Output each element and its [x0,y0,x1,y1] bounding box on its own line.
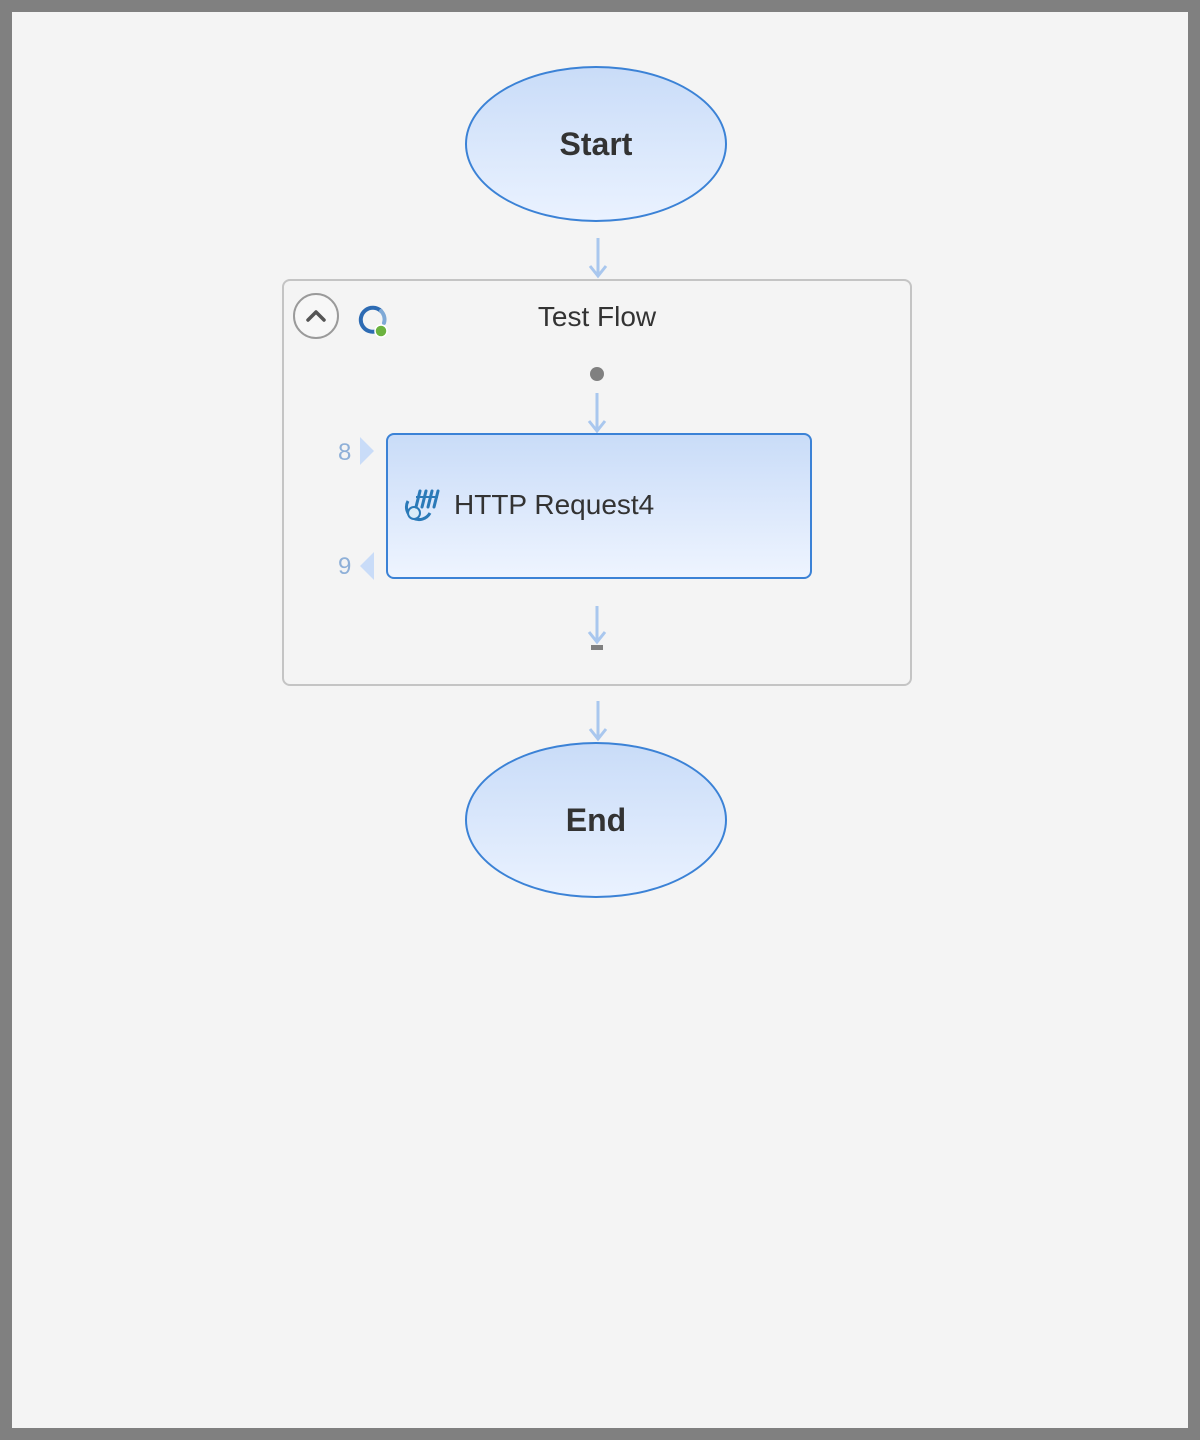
output-port-triangle[interactable] [358,551,376,581]
connector-arrow-start [588,238,608,279]
start-node[interactable]: Start [465,66,727,222]
end-node[interactable]: End [465,742,727,898]
start-node-label: Start [559,125,633,162]
output-port-number: 9 [338,553,352,580]
connector-arrow-from-task [587,606,607,645]
group-entry-dot [590,367,604,381]
connector-arrow-to-task [587,393,607,434]
task-label: HTTP Request4 [454,489,655,520]
collapse-button[interactable] [293,293,339,339]
http-request-task[interactable]: HTTP Request4 [386,433,812,579]
flow-canvas: Start Test Flow 8 [12,12,1188,1428]
group-title: Test Flow [537,301,657,332]
http-request-icon [404,489,440,522]
group-exit-marker [591,645,603,650]
test-flow-group[interactable]: Test Flow 8 9 [282,279,912,686]
input-port-triangle[interactable] [358,436,376,466]
end-node-label: End [565,801,627,838]
loop-icon [358,305,388,338]
chevron-up-icon [306,310,326,322]
input-port-number: 8 [338,439,352,466]
connector-arrow-end [588,701,608,742]
